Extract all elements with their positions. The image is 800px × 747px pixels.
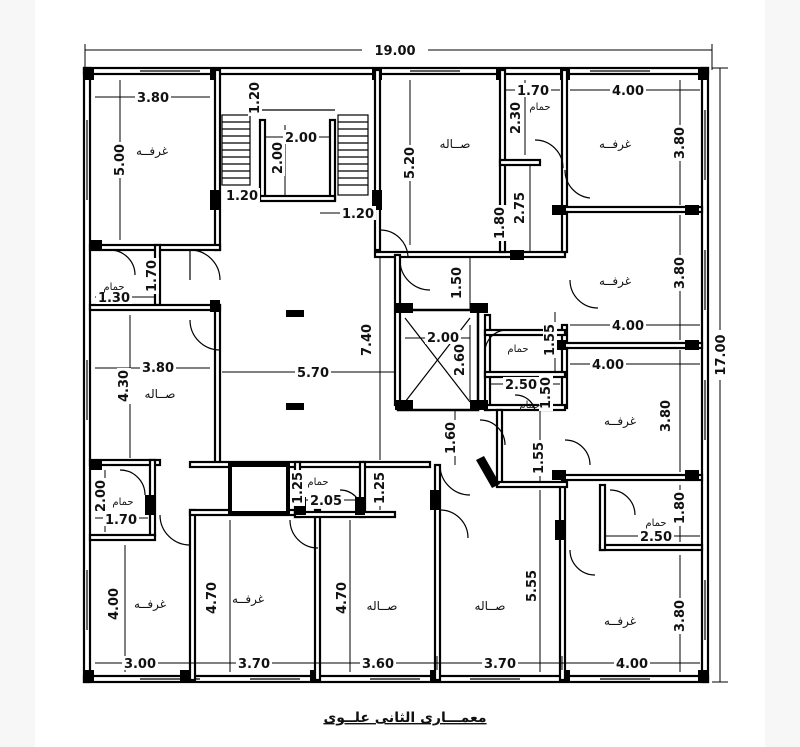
dim-right-room3-height: 3.80 [659,400,674,432]
dim-corridor-a: 1.80 [493,207,508,239]
dim-mid-right-width: 4.00 [612,319,644,334]
dim-bottom-w4: 3.70 [484,657,516,672]
dim-top-left-height: 5.00 [113,144,128,176]
room-label-bedroom: غرفــه [134,597,166,612]
dim-lobby-right: 1.55 [532,442,547,474]
dim-left-hall-height: 4.30 [117,370,132,402]
dimension-labels: 3.80 5.00 1.20 2.00 2.00 1.20 1.20 5.20 … [94,80,688,672]
dim-bath-mid-height: 1.55 [543,324,558,356]
room-label-bath: حمام [507,344,528,355]
room-label-bath: حمام [307,477,328,488]
dim-bath-center-width: 2.05 [310,494,342,509]
dim-bath-top-height: 2.30 [509,102,524,134]
dim-bottom-w3: 3.60 [362,657,394,672]
door-swings [109,139,636,576]
dim-center-width: 5.70 [297,366,329,381]
room-label-bath: حمام [103,282,124,293]
dim-top-left-width: 3.80 [137,91,169,106]
dim-corridor-c: 1.50 [450,267,465,299]
dim-bottom-w2: 3.70 [238,657,270,672]
dim-bath-center-h1: 1.25 [291,472,306,504]
room-label-bedroom: غرفــه [136,144,168,159]
room-label-hall: صــاله [440,137,471,151]
dim-lobby-height: 1.60 [444,422,459,454]
overall-width: 19.00 [374,44,415,59]
overall-dimensions: 19.00 17.00 [84,42,729,683]
room-labels: غرفــه صــاله حمام غرفــه حمام غرفــه حم… [103,102,666,629]
staircase [221,109,369,196]
dim-bottom-r1-height: 4.00 [107,588,122,620]
room-label-bath: حمام [112,497,133,508]
dim-right-bath-width: 2.50 [640,530,672,545]
plan-caption: معمـــارى الثانى علــوى [323,710,486,726]
dim-bath-top-width: 1.70 [517,84,549,99]
dim-elevator-width: 2.00 [427,331,459,346]
dim-stair-width: 2.00 [285,131,317,146]
interior-walls [88,68,704,682]
room-label-bedroom: غرفــه [604,614,636,629]
dim-bottom-hall1-height: 4.70 [335,582,350,614]
dim-hall-top-height: 5.20 [403,147,418,179]
dim-corridor-b: 2.75 [513,192,528,224]
room-label-hall: صــاله [367,599,398,613]
overall-height: 17.00 [714,334,729,375]
dim-bottom-w5: 4.00 [616,657,648,672]
dim-mid-right-height: 3.80 [673,257,688,289]
dim-bottom-r2-height: 4.70 [205,582,220,614]
dim-right-bath-height: 1.80 [673,492,688,524]
dim-bottom-w1: 3.00 [124,657,156,672]
dim-left-hall-width: 3.80 [142,361,174,376]
room-label-bath: حمام [529,102,550,113]
dim-bottom-r5-height: 3.80 [673,600,688,632]
room-label-bath: حمام [519,400,540,411]
dim-right-room3-width: 4.00 [592,358,624,373]
room-label-bath: حمام [645,518,666,529]
room-label-hall: صــاله [145,387,176,401]
room-label-bedroom: غرفــه [604,414,636,429]
dim-bath-mid-width: 2.50 [505,378,537,393]
room-label-hall: صــاله [475,599,506,613]
dim-left-bath2-height: 2.00 [94,480,109,512]
dim-left-bath2-width: 1.70 [105,513,137,528]
dim-stair-landing-right: 1.20 [342,207,374,222]
dim-bath-mid-height2: 1.50 [539,377,554,409]
room-label-bedroom: غرفــه [232,592,264,607]
dim-bath-center-h2: 1.25 [373,472,388,504]
dim-stair-height: 2.00 [271,142,286,174]
dim-center-height: 7.40 [360,324,375,356]
dim-stair-top: 1.20 [248,82,263,114]
dim-bottom-hall2-height: 5.55 [525,570,540,602]
room-label-bedroom: غرفــه [599,137,631,152]
dim-left-bath-height: 1.70 [145,260,160,292]
dim-left-bath-width: 1.30 [98,291,130,306]
dim-stair-landing-left: 1.20 [226,189,258,204]
dim-elevator-height: 2.60 [453,344,468,376]
room-label-bedroom: غرفــه [599,274,631,289]
dim-top-right-width: 4.00 [612,84,644,99]
dim-top-right-height: 3.80 [673,127,688,159]
